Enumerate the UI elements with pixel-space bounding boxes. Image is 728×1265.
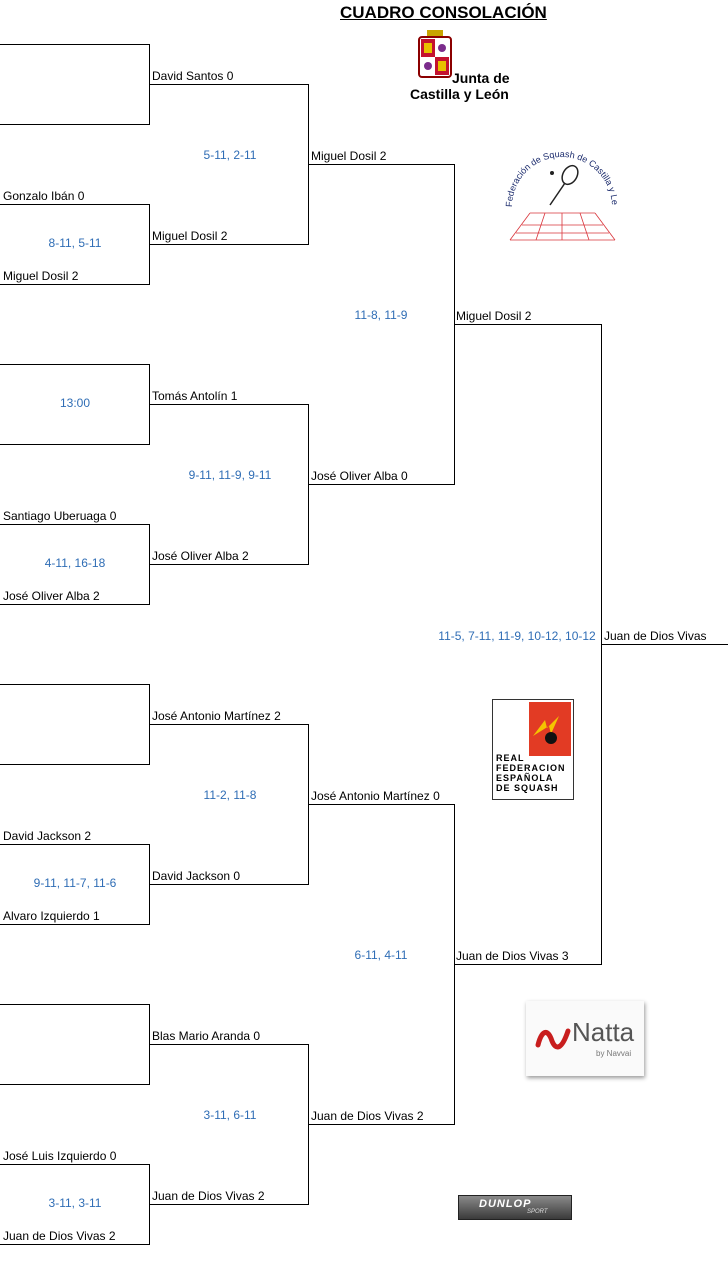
match-score: 11-8, 11-9 xyxy=(354,308,408,322)
rfes-line3: ESPAÑOLA xyxy=(496,773,554,783)
winner-line xyxy=(601,644,728,645)
natta-logo: Natta by Navvai xyxy=(526,1001,644,1076)
player-name: José Antonio Martínez 2 xyxy=(152,709,281,723)
rfes-line4: DE SQUASH xyxy=(496,783,559,793)
player-name: Gonzalo Ibán 0 xyxy=(3,189,85,203)
match-score: 5-11, 2-11 xyxy=(203,148,257,162)
natta-sub: by Navvai xyxy=(596,1049,632,1058)
match-score: 3-11, 6-11 xyxy=(203,1108,257,1122)
r2-top-line xyxy=(149,404,309,405)
federacion-squash-cyl-logo: Federación de Squash de Castilla y León xyxy=(497,137,625,245)
player-name: David Jackson 2 xyxy=(3,829,92,843)
page-title: CUADRO CONSOLACIÓN xyxy=(340,3,547,22)
r3-bottom-line xyxy=(308,484,455,485)
r1-top-line xyxy=(0,1004,150,1005)
svg-text:Federación de Squash de Castil: Federación de Squash de Castilla y León xyxy=(500,145,620,207)
player-name: José Oliver Alba 0 xyxy=(311,469,408,483)
r1-bottom-line xyxy=(0,284,150,285)
winner-name: Juan de Dios Vivas xyxy=(604,629,707,643)
match-score: 13:00 xyxy=(59,396,91,410)
player-name: José Oliver Alba 2 xyxy=(3,589,100,603)
r1-bottom-line xyxy=(0,444,150,445)
r1-bottom-line xyxy=(0,764,150,765)
jcyl-line2: Castilla y León xyxy=(410,86,509,102)
final-score: 11-5, 7-11, 11-9, 10-12, 10-12 xyxy=(438,629,596,643)
player-name: David Jackson 0 xyxy=(152,869,241,883)
match-score: 9-11, 11-7, 11-6 xyxy=(33,876,117,890)
jcyl-line1: Junta de xyxy=(452,70,510,86)
r1-top-line xyxy=(0,364,150,365)
player-name: José Luis Izquierdo 0 xyxy=(3,1149,117,1163)
r1-top-line xyxy=(0,684,150,685)
match-score: 9-11, 11-9, 9-11 xyxy=(188,468,272,482)
r4-top-line xyxy=(454,324,602,325)
r1-bottom-line xyxy=(0,1244,150,1245)
player-name: José Oliver Alba 2 xyxy=(152,549,249,563)
r3-top-line xyxy=(308,804,455,805)
player-name: Blas Mario Aranda 0 xyxy=(152,1029,261,1043)
r1-bottom-line xyxy=(0,924,150,925)
match-score: 3-11, 3-11 xyxy=(48,1196,102,1210)
player-name: Juan de Dios Vivas 2 xyxy=(152,1189,265,1203)
natta-text: Natta xyxy=(572,1017,635,1047)
r1-top-line xyxy=(0,844,150,845)
r2-bottom-line xyxy=(149,1204,309,1205)
player-name: Miguel Dosil 2 xyxy=(152,229,228,243)
r2-top-line xyxy=(149,1044,309,1045)
player-name: Alvaro Izquierdo 1 xyxy=(3,909,100,923)
match-score: 11-2, 11-8 xyxy=(203,788,257,802)
r1-top-line xyxy=(0,524,150,525)
player-name: Miguel Dosil 2 xyxy=(311,149,387,163)
rfes-line2: FEDERACION xyxy=(496,763,566,773)
r3-top-line xyxy=(308,164,455,165)
player-name: José Antonio Martínez 0 xyxy=(311,789,440,803)
r2-top-line xyxy=(149,724,309,725)
r2-bottom-line xyxy=(149,884,309,885)
player-name: Juan de Dios Vivas 2 xyxy=(3,1229,116,1243)
dunlop-logo: DUNLOP SPORT xyxy=(458,1195,572,1220)
rfes-line1: REAL xyxy=(496,753,525,763)
r2-bottom-line xyxy=(149,564,309,565)
r1-bottom-line xyxy=(0,1084,150,1085)
player-name: Tomás Antolín 1 xyxy=(152,389,238,403)
match-score: 4-11, 16-18 xyxy=(44,556,106,570)
player-name: Juan de Dios Vivas 3 xyxy=(456,949,569,963)
player-name: Miguel Dosil 2 xyxy=(456,309,532,323)
squash-ball-icon xyxy=(533,716,559,744)
r2-bottom-line xyxy=(149,244,309,245)
r1-top-line xyxy=(0,1164,150,1165)
player-name: Santiago Uberuaga 0 xyxy=(3,509,117,523)
r1-bottom-line xyxy=(0,604,150,605)
r1-top-line xyxy=(0,204,150,205)
player-name: Juan de Dios Vivas 2 xyxy=(311,1109,424,1123)
coat-of-arms-icon xyxy=(418,30,452,78)
fsq-arc-text: Federación de Squash de Castilla y León xyxy=(497,137,620,207)
rfes-logo: REAL FEDERACION ESPAÑOLA DE SQUASH xyxy=(492,699,574,800)
dunlop-sub: SPORT xyxy=(527,1209,548,1215)
match-score: 8-11, 5-11 xyxy=(48,236,102,250)
match-score: 6-11, 4-11 xyxy=(354,948,408,962)
player-name: David Santos 0 xyxy=(152,69,234,83)
squash-court-icon: Federación de Squash de Castilla y León xyxy=(497,137,620,241)
r1-top-line xyxy=(0,44,150,45)
junta-castilla-leon-logo: Junta de Castilla y León xyxy=(405,30,520,105)
player-name: Miguel Dosil 2 xyxy=(3,269,79,283)
r2-top-line xyxy=(149,84,309,85)
r1-bottom-line xyxy=(0,124,150,125)
r4-bottom-line xyxy=(454,964,602,965)
natta-swoosh-icon xyxy=(535,1028,571,1050)
dunlop-text: DUNLOP xyxy=(479,1198,532,1210)
r3-bottom-line xyxy=(308,1124,455,1125)
